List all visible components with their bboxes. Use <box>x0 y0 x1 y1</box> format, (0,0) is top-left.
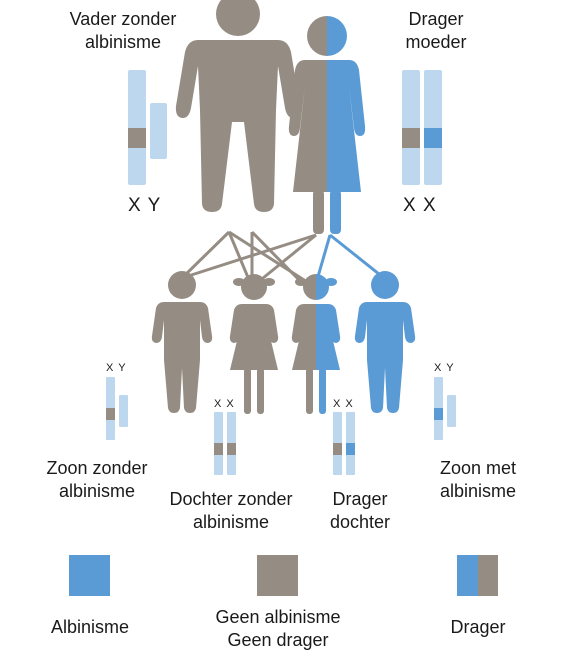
son-with-chromosomes <box>434 377 456 440</box>
line-father-daughter-carrier <box>228 230 316 289</box>
daughter-carrier-figure <box>291 274 341 414</box>
label-mother-line2: moeder <box>405 32 467 52</box>
son-with-xy: X Y <box>434 362 455 374</box>
legend-carrier-label: Drager <box>450 617 506 637</box>
label-son-with: Zoon met albinisme <box>424 457 532 503</box>
daughter-carrier-xx: X X <box>333 398 354 410</box>
mother-xx: X X <box>403 195 437 216</box>
legend-none-line2: Geen drager <box>227 630 329 650</box>
legend-none-swatch <box>257 555 298 596</box>
father-figure <box>175 0 301 212</box>
inheritance-lines <box>180 230 385 289</box>
legend-none-line1: Geen albinisme <box>215 607 341 627</box>
label-daughter-carrier: Drager dochter <box>316 488 404 534</box>
label-son-with-line1: Zoon met <box>439 458 517 478</box>
label-mother: Drager moeder <box>384 8 488 54</box>
legend-albinism-swatch <box>69 555 110 596</box>
label-son-no-line1: Zoon zonder <box>46 458 148 478</box>
mother-chromosomes <box>402 70 442 185</box>
mother-figure <box>288 16 366 234</box>
legend-albinism-label: Albinisme <box>50 617 130 637</box>
label-son-no-line2: albinisme <box>58 481 136 501</box>
father-chromosomes <box>128 70 167 185</box>
label-son-with-line2: albinisme <box>439 481 517 501</box>
son-with-figure <box>354 271 416 413</box>
label-daughter-no-line1: Dochter zonder <box>169 489 293 509</box>
label-mother-line1: Drager <box>408 9 464 29</box>
son-no-xy: X Y <box>106 362 127 374</box>
label-daughter-carrier-line1: Drager <box>332 489 388 509</box>
daughter-no-xx: X X <box>214 398 235 410</box>
son-no-chromosomes <box>106 377 128 440</box>
line-mother-son-no <box>181 233 317 280</box>
legend-none-label: Geen albinisme Geen drager <box>206 606 350 652</box>
line-father2-daughter-carrier <box>250 230 308 289</box>
daughter-carrier-chromosomes <box>333 412 355 475</box>
label-father-line1: Vader zonder <box>69 9 177 29</box>
label-daughter-no: Dochter zonder albinisme <box>158 488 304 534</box>
daughter-no-figure <box>229 274 279 414</box>
son-no-figure <box>151 271 213 413</box>
legend-carrier-swatch <box>457 555 498 596</box>
label-daughter-carrier-line2: dochter <box>329 512 391 532</box>
label-father: Vader zonder albinisme <box>60 8 186 54</box>
daughter-no-chromosomes <box>214 412 236 475</box>
father-xy: X Y <box>128 195 162 216</box>
label-father-line2: albinisme <box>84 32 162 52</box>
line-father-son-no <box>180 230 231 280</box>
label-son-no: Zoon zonder albinisme <box>30 457 164 503</box>
label-daughter-no-line2: albinisme <box>192 512 270 532</box>
line-mother-son-with <box>329 233 385 280</box>
